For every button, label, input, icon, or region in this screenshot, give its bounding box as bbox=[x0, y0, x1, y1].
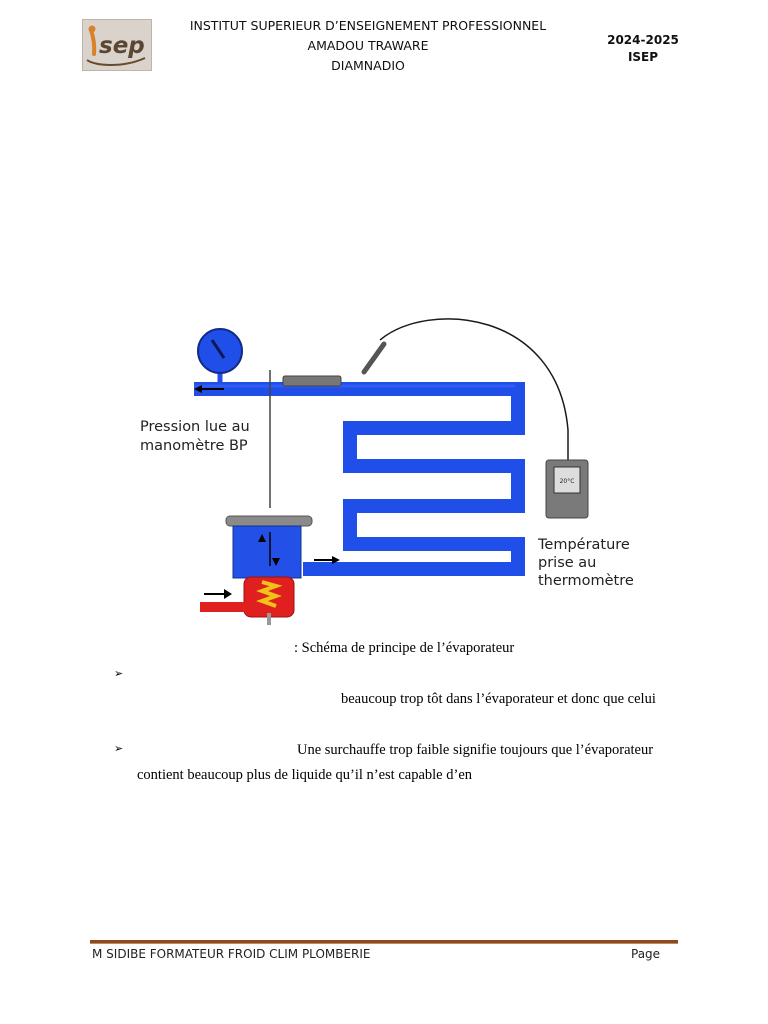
paragraph-line: beaucoup trop tôt dans l’évaporateur et … bbox=[341, 691, 656, 707]
sensor-clamp bbox=[282, 375, 342, 387]
isep-logo: sep bbox=[82, 19, 152, 71]
institution-name: INSTITUT SUPERIEUR D’ENSEIGNEMENT PROFES… bbox=[168, 16, 568, 76]
pressure-label-line: manomètre BP bbox=[140, 438, 248, 454]
flow-arrow bbox=[194, 385, 224, 393]
temperature-label: Température prise au thermomètre bbox=[537, 537, 634, 589]
academic-year: 2024-2025 bbox=[607, 33, 679, 47]
footer-page-label: Page bbox=[631, 947, 661, 961]
institution-line: INSTITUT SUPERIEUR D’ENSEIGNEMENT PROFES… bbox=[189, 18, 547, 33]
inlet-arrow bbox=[204, 589, 232, 599]
temperature-label-line: prise au bbox=[538, 555, 596, 571]
expansion-valve bbox=[200, 515, 313, 625]
temperature-label-line: thermomètre bbox=[538, 573, 634, 589]
outlet-arrow bbox=[314, 556, 340, 564]
bullet-icon: ➢ bbox=[114, 743, 124, 755]
evaporator-coil bbox=[194, 382, 525, 576]
institution-line: DIAMNADIO bbox=[331, 58, 405, 73]
bullet-icon: ➢ bbox=[114, 668, 124, 680]
footer-divider bbox=[90, 940, 678, 944]
logo-text: sep bbox=[99, 33, 145, 59]
pressure-label: Pression lue au manomètre BP bbox=[140, 419, 254, 454]
footer-author: M SIDIBE FORMATEUR FROID CLIM PLOMBERIE bbox=[92, 947, 371, 961]
thermometer-reading: 20°C bbox=[560, 478, 575, 485]
thermometer-cable bbox=[379, 318, 569, 460]
figure-caption: : Schéma de principe de l’évaporateur bbox=[294, 640, 515, 656]
pressure-gauge bbox=[197, 328, 243, 382]
org-name: ISEP bbox=[627, 50, 659, 64]
thermometer: 20°C bbox=[545, 459, 589, 519]
evaporator-diagram: 20°C Pression lue au manomètre BP Tempér… bbox=[128, 310, 648, 630]
paragraph-line: Une surchauffe trop faible signifie touj… bbox=[297, 742, 654, 758]
temperature-label-line: Température bbox=[537, 537, 630, 553]
institution-line: AMADOU TRAWARE bbox=[307, 38, 429, 53]
pressure-label-line: Pression lue au bbox=[140, 419, 250, 435]
year-block: 2024-2025 ISEP bbox=[588, 32, 698, 66]
paragraph-line: contient beaucoup plus de liquide qu’il … bbox=[137, 767, 473, 783]
sensor-probe bbox=[361, 341, 387, 375]
